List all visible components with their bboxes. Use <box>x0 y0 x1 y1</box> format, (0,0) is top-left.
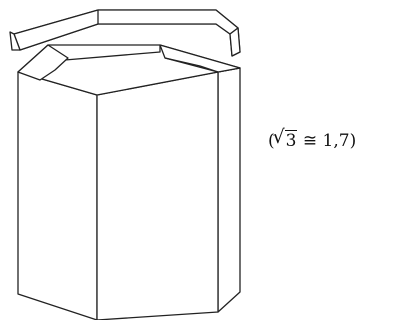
lid-top-face <box>13 9 239 51</box>
prism-front-face <box>96 71 219 320</box>
approx-symbol: ≅ <box>297 131 323 151</box>
lid-left-tab <box>9 31 21 51</box>
sqrt-approximation-note: (√3 ≅ 1,7) <box>268 126 357 151</box>
sqrt-expression: √3 <box>272 126 298 151</box>
left-inner-flap <box>17 44 69 81</box>
prism-back-right-face <box>217 67 241 313</box>
prism-left-face <box>17 71 98 320</box>
formula-open-paren: ( <box>268 131 275 151</box>
sqrt-symbol: √ <box>272 126 285 148</box>
approx-value: 1,7 <box>322 131 350 151</box>
formula-close-paren: ) <box>349 131 357 151</box>
right-flap-fold-line <box>164 57 219 73</box>
lid-right-tab <box>229 27 241 57</box>
sqrt-radicand: 3 <box>284 130 298 151</box>
